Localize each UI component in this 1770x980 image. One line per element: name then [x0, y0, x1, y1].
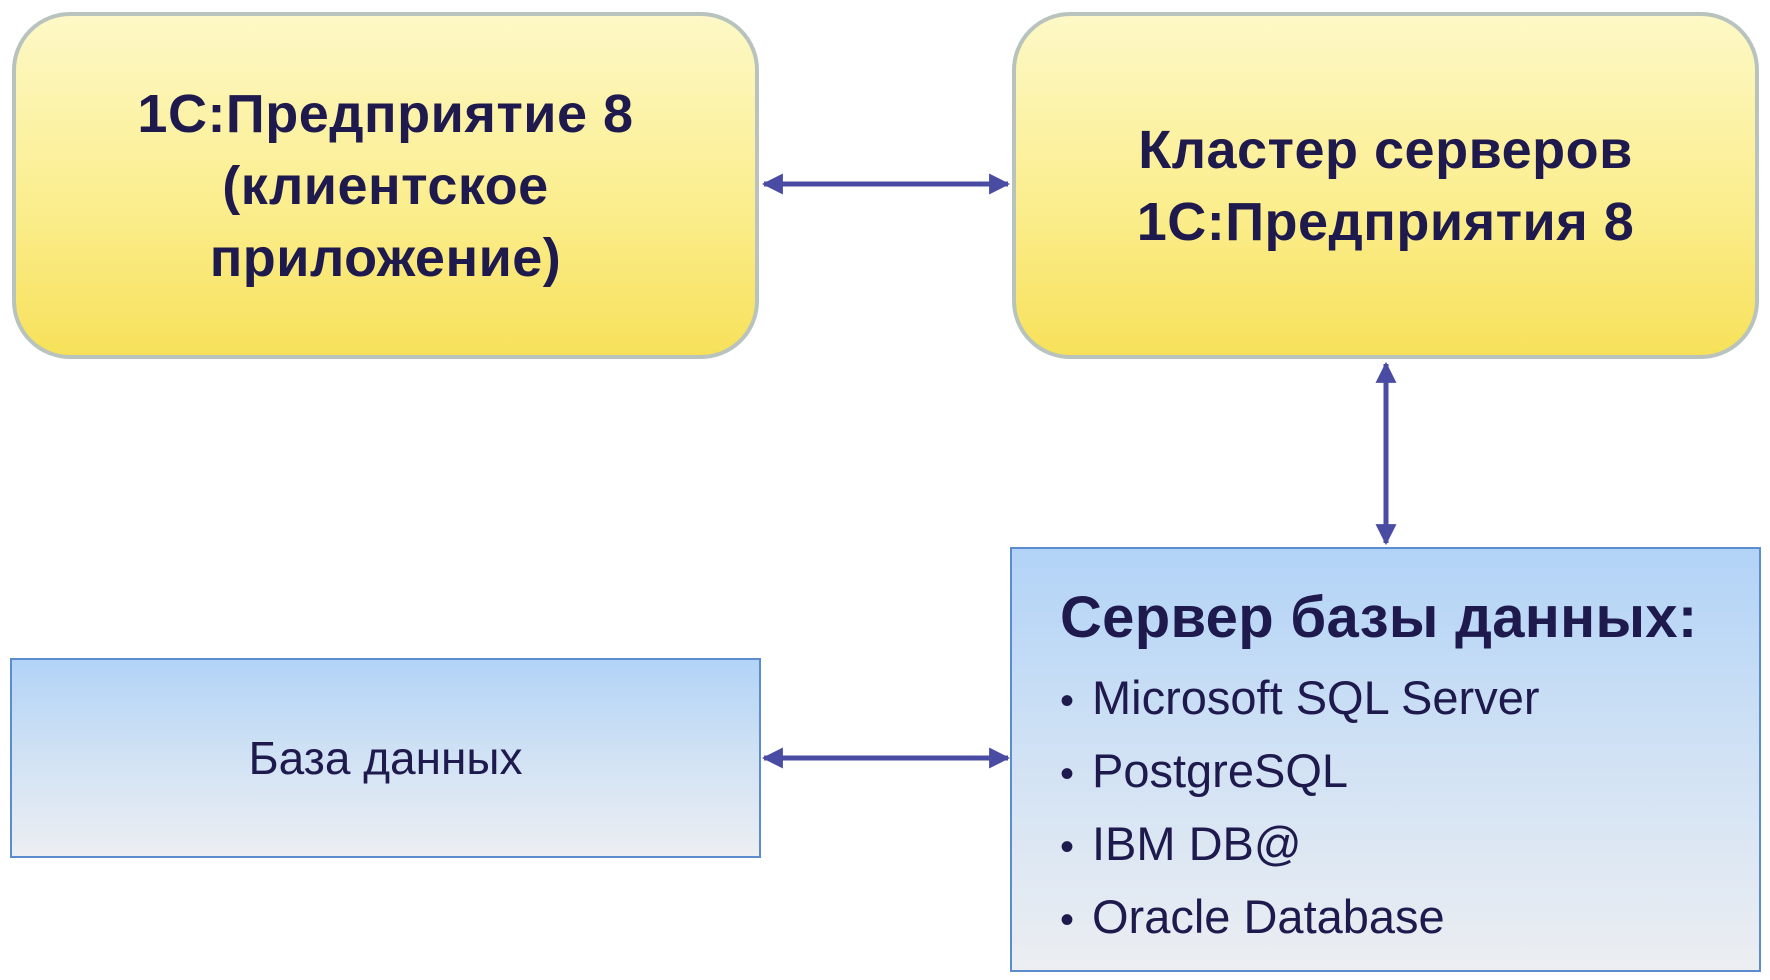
cluster-title-line: 1С:Предприятия 8 — [1136, 191, 1635, 252]
cluster-title-line: Кластер серверов — [1138, 119, 1633, 180]
bullet-icon: • — [1060, 898, 1075, 942]
list-item-label: Microsoft SQL Server — [1092, 671, 1540, 724]
client-application-title: 1С:Предприятие 8 (клиентское приложение) — [137, 78, 633, 294]
list-item: • PostgreSQL — [1060, 736, 1540, 809]
database-label: База данных — [248, 732, 523, 784]
client-application-node: 1С:Предприятие 8 (клиентское приложение) — [12, 12, 759, 359]
database-server-heading: Сервер базы данных: — [1060, 585, 1698, 650]
list-item: • IBM DB@ — [1060, 809, 1540, 882]
client-title-line: 1С:Предприятие 8 — [137, 83, 634, 144]
server-cluster-node: Кластер серверов 1С:Предприятия 8 — [1012, 12, 1759, 359]
server-cluster-title: Кластер серверов 1С:Предприятия 8 — [1137, 114, 1635, 258]
list-item-label: IBM DB@ — [1092, 817, 1302, 870]
client-title-line: приложение) — [209, 227, 562, 288]
bullet-icon: • — [1060, 752, 1075, 796]
database-server-list: • Microsoft SQL Server • PostgreSQL • IBM D… — [1060, 663, 1540, 955]
bullet-icon: • — [1060, 825, 1075, 869]
list-item-label: PostgreSQL — [1092, 744, 1349, 797]
list-item: • Oracle Database — [1060, 882, 1540, 955]
client-title-line: (клиентское — [222, 155, 549, 216]
list-item: • Microsoft SQL Server — [1060, 663, 1540, 736]
database-server-node: Сервер базы данных: • Microsoft SQL Serve… — [1010, 547, 1761, 972]
list-item-label: Oracle Database — [1092, 890, 1445, 943]
bullet-icon: • — [1060, 679, 1075, 723]
database-node: База данных — [10, 658, 761, 858]
